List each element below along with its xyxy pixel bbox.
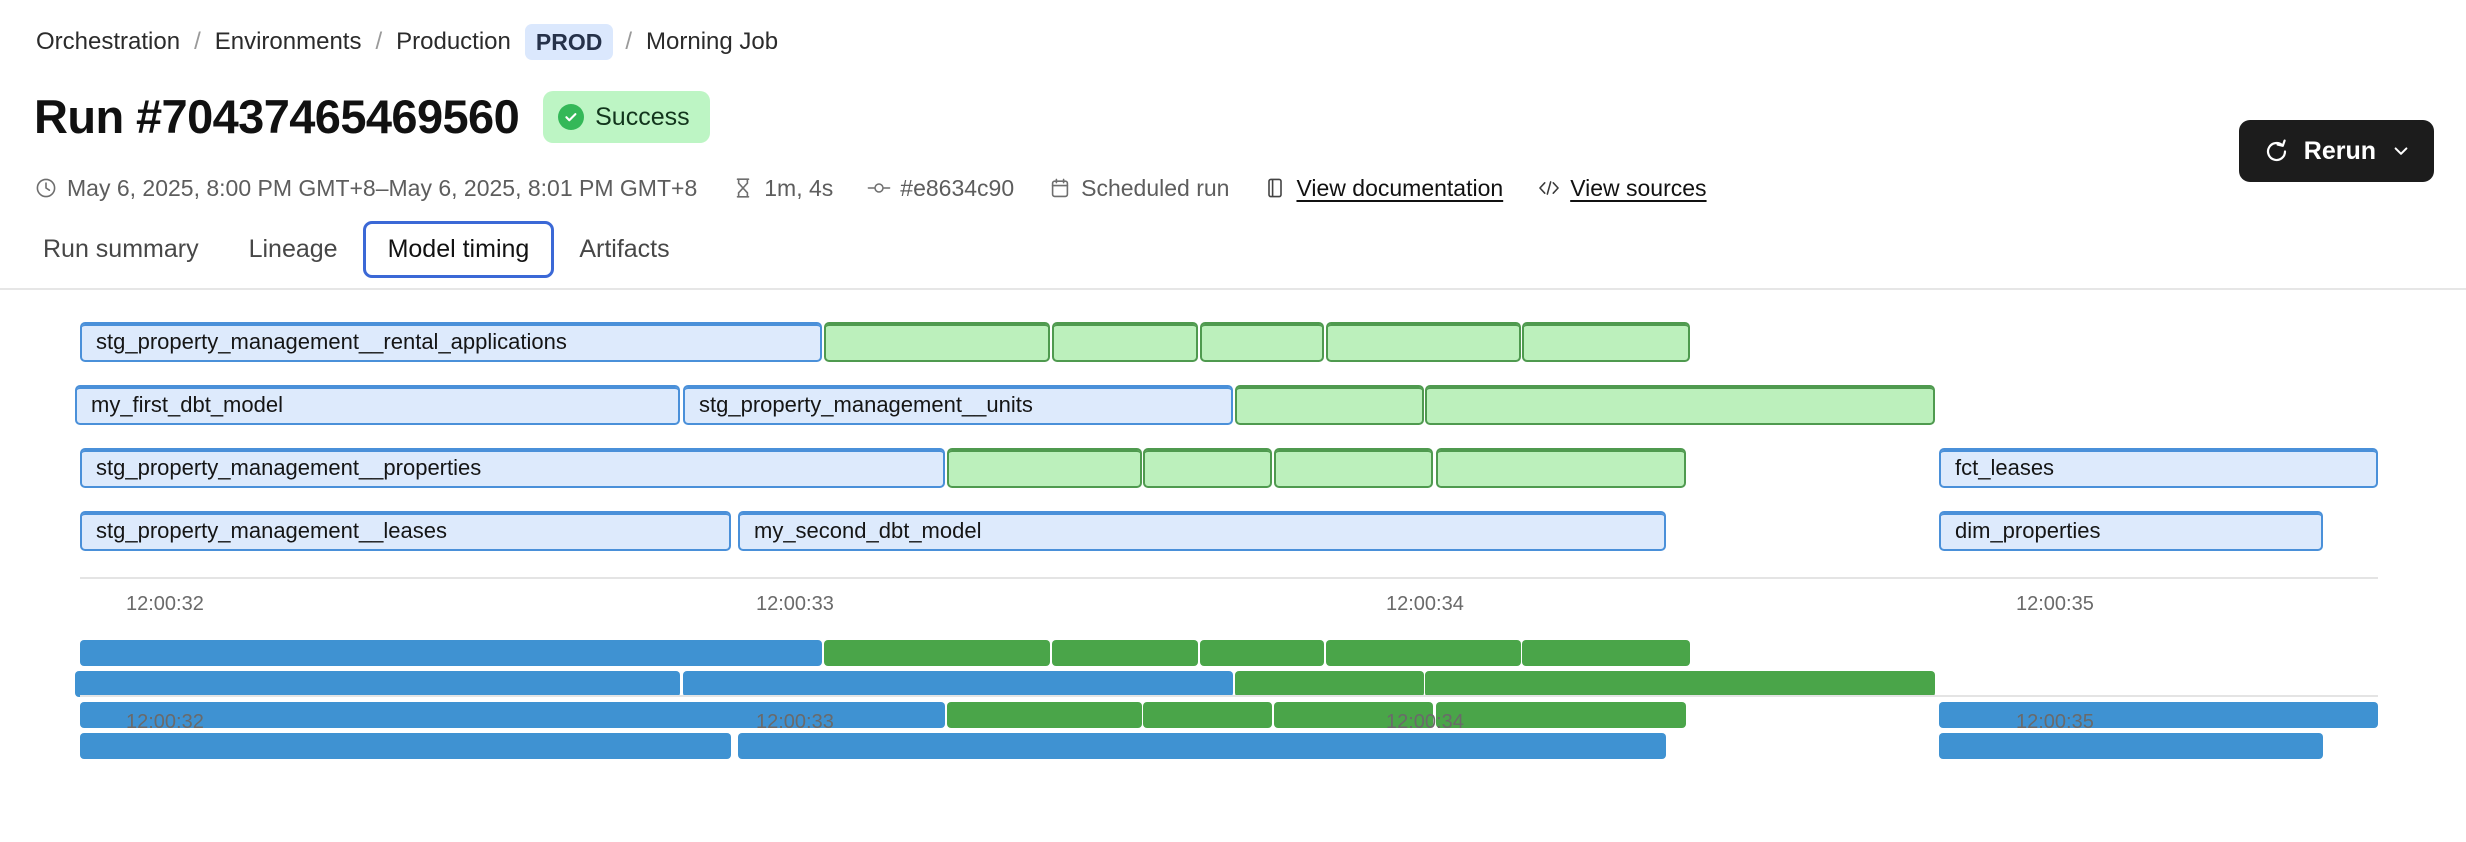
- gantt-bar[interactable]: [1425, 385, 1935, 425]
- chevron-down-icon[interactable]: [2390, 140, 2412, 162]
- gantt-bar[interactable]: [1143, 448, 1272, 488]
- run-timerange-text: May 6, 2025, 8:00 PM GMT+8–May 6, 2025, …: [67, 175, 698, 201]
- run-commit: #e8634c90: [867, 174, 1014, 202]
- run-trigger: Scheduled run: [1048, 174, 1229, 202]
- breadcrumb-item-production[interactable]: Production: [396, 28, 511, 55]
- breadcrumb: Orchestration / Environments / Production PRO…: [34, 24, 780, 60]
- run-duration-text: 1m, 4s: [764, 175, 834, 201]
- code-icon: [1537, 176, 1561, 200]
- check-circle-icon: [558, 104, 585, 130]
- gantt-bar[interactable]: [1436, 448, 1686, 488]
- gantt-bar[interactable]: [947, 702, 1142, 728]
- gantt-bar[interactable]: [1939, 733, 2323, 759]
- gantt-bar[interactable]: [738, 733, 1666, 759]
- gantt-bar[interactable]: [80, 640, 822, 666]
- gantt-bar-label: stg_property_management__leases: [96, 518, 448, 543]
- gantt-bar-stg_property_management__properties[interactable]: stg_property_management__properties: [80, 448, 945, 488]
- tab-model-timing[interactable]: Model timing: [362, 220, 555, 278]
- gantt-bar[interactable]: [1939, 702, 2378, 728]
- run-trigger-text: Scheduled run: [1081, 175, 1230, 201]
- axis-tick-label: 12:00:32: [126, 593, 204, 615]
- gantt-bar[interactable]: [1200, 322, 1324, 362]
- chart-axis-line: [80, 695, 2378, 697]
- run-duration: 1m, 4s: [731, 174, 833, 202]
- gantt-bar[interactable]: [80, 702, 945, 728]
- rerun-button[interactable]: Rerun: [2238, 120, 2434, 182]
- tab-bar: Run summary Lineage Model timing Artifacts: [18, 220, 695, 278]
- gantt-bar[interactable]: [1425, 671, 1935, 697]
- run-timerange: May 6, 2025, 8:00 PM GMT+8–May 6, 2025, …: [34, 174, 697, 202]
- gantt-bar[interactable]: [1235, 671, 1424, 697]
- gantt-bar-label: dim_properties: [1955, 518, 2101, 543]
- refresh-icon: [2263, 138, 2290, 165]
- breadcrumb-item-prod[interactable]: PROD: [524, 24, 614, 60]
- gantt-bar-label: stg_property_management__units: [699, 392, 1033, 417]
- view-sources-link[interactable]: View sources: [1537, 174, 1707, 202]
- gantt-bar[interactable]: [80, 733, 731, 759]
- breadcrumb-separator: /: [375, 28, 383, 55]
- gantt-bar[interactable]: [1326, 322, 1521, 362]
- tabs-divider: [0, 288, 2466, 290]
- axis-tick-label: 12:00:32: [126, 711, 204, 733]
- gantt-bar[interactable]: [1522, 640, 1690, 666]
- gantt-bar[interactable]: [1436, 702, 1686, 728]
- view-sources-label[interactable]: View sources: [1570, 175, 1707, 201]
- gantt-bar-stg_property_management__units[interactable]: stg_property_management__units: [683, 385, 1233, 425]
- gantt-bar[interactable]: [1200, 640, 1324, 666]
- gantt-bar-label: stg_property_management__rental_applicat…: [96, 329, 567, 354]
- gantt-bar[interactable]: [1052, 640, 1198, 666]
- git-commit-icon: [867, 176, 891, 200]
- breadcrumb-item-environments[interactable]: Environments: [214, 28, 362, 55]
- gantt-bar[interactable]: [1274, 702, 1433, 728]
- calendar-icon: [1048, 176, 1072, 200]
- hourglass-icon: [731, 176, 755, 200]
- gantt-bar-stg_property_management__leases[interactable]: stg_property_management__leases: [80, 511, 731, 551]
- gantt-bar-label: my_second_dbt_model: [754, 518, 982, 543]
- axis-tick-label: 12:00:35: [2016, 593, 2094, 615]
- tab-artifacts[interactable]: Artifacts: [579, 234, 670, 263]
- gantt-bar-dim_properties[interactable]: dim_properties: [1939, 511, 2323, 551]
- gantt-bar[interactable]: [824, 322, 1050, 362]
- gantt-bar-stg_property_management__rental_applications[interactable]: stg_property_management__rental_applicat…: [80, 322, 822, 362]
- gantt-bar-fct_leases[interactable]: fct_leases: [1939, 448, 2378, 488]
- gantt-bar-label: fct_leases: [1955, 455, 2055, 480]
- gantt-bar[interactable]: [1274, 448, 1433, 488]
- book-icon: [1263, 176, 1287, 200]
- gantt-bar-my_second_dbt_model[interactable]: my_second_dbt_model: [738, 511, 1666, 551]
- gantt-bar[interactable]: [1143, 702, 1272, 728]
- gantt-bar[interactable]: [75, 671, 680, 697]
- axis-tick-label: 12:00:34: [1386, 711, 1464, 733]
- gantt-bar[interactable]: [824, 640, 1050, 666]
- view-documentation-link[interactable]: View documentation: [1263, 174, 1503, 202]
- gantt-bar[interactable]: [683, 671, 1233, 697]
- tab-lineage[interactable]: Lineage: [248, 234, 338, 263]
- gantt-bar[interactable]: [1052, 322, 1198, 362]
- breadcrumb-separator: /: [194, 28, 201, 55]
- run-commit-text: #e8634c90: [900, 175, 1015, 201]
- breadcrumb-separator: /: [625, 28, 633, 55]
- title-row: Run #70437465469560 Success: [34, 89, 710, 145]
- axis-tick-label: 12:00:35: [2016, 711, 2094, 733]
- gantt-bar-label: stg_property_management__properties: [96, 455, 482, 480]
- page-title: Run #70437465469560: [34, 90, 520, 143]
- status-badge: Success: [543, 91, 710, 143]
- view-documentation-label[interactable]: View documentation: [1296, 175, 1504, 201]
- run-metadata: May 6, 2025, 8:00 PM GMT+8–May 6, 2025, …: [34, 174, 1707, 202]
- gantt-bar[interactable]: [1235, 385, 1424, 425]
- axis-tick-label: 12:00:33: [756, 593, 834, 615]
- clock-icon: [34, 176, 58, 200]
- breadcrumb-item-morning-job: Morning Job: [646, 28, 779, 55]
- chart-axis-line: [80, 577, 2378, 579]
- gantt-bar-label: my_first_dbt_model: [91, 392, 283, 417]
- rerun-label: Rerun: [2303, 136, 2376, 165]
- breadcrumb-item-orchestration[interactable]: Orchestration: [36, 28, 181, 55]
- gantt-bar[interactable]: [947, 448, 1142, 488]
- tab-run-summary[interactable]: Run summary: [43, 234, 199, 263]
- gantt-bar[interactable]: [1522, 322, 1690, 362]
- gantt-bar-my_first_dbt_model[interactable]: my_first_dbt_model: [75, 385, 680, 425]
- gantt-bar[interactable]: [1326, 640, 1521, 666]
- axis-tick-label: 12:00:33: [756, 711, 834, 733]
- axis-tick-label: 12:00:34: [1386, 593, 1464, 615]
- status-label: Success: [595, 102, 690, 131]
